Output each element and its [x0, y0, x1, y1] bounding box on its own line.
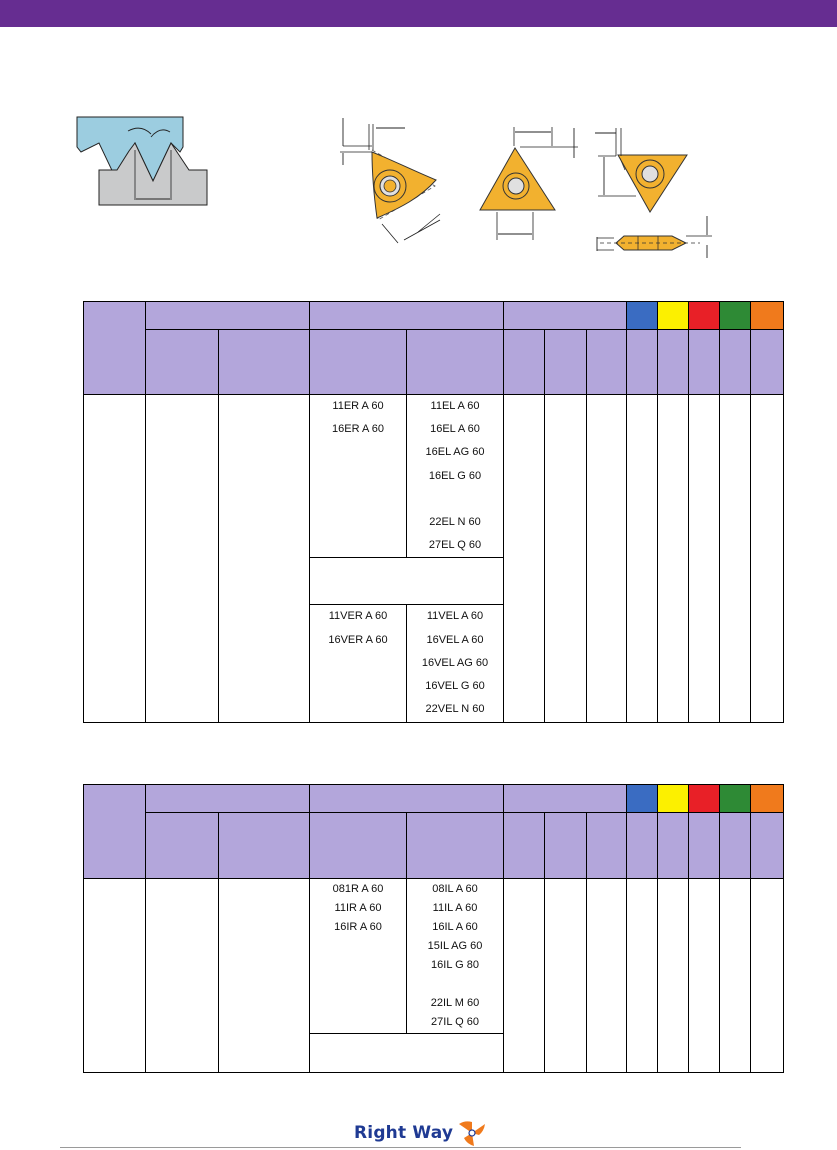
- list-item: 27IL Q 60: [431, 1016, 479, 1028]
- list-item: 08IL A 60: [432, 883, 478, 895]
- insert-diagrams: [76, 116, 712, 258]
- list-item: 16EL A 60: [430, 423, 480, 436]
- list-item: 16VEL A 60: [426, 633, 484, 646]
- list-item: [407, 488, 503, 511]
- list-item: 11VER A 60: [328, 610, 388, 623]
- material-yellow-swatch: [657, 784, 690, 813]
- material-yellow-swatch: [657, 301, 690, 330]
- footer-divider: [60, 1147, 741, 1148]
- int-group-separator: [309, 1033, 504, 1073]
- list-item: 22VEL N 60: [425, 703, 485, 716]
- material-green-swatch: [719, 301, 752, 330]
- header-right-hand: [309, 812, 407, 879]
- ext-left-codes-a: 11EL A 60 16EL A 60 16EL AG 60 16EL G 60…: [406, 393, 504, 559]
- brand-name: Right Way: [354, 1123, 454, 1143]
- list-item: 11IR A 60: [334, 902, 382, 914]
- brand-logo: Right Way: [354, 1118, 487, 1148]
- material-blue-swatch: [626, 784, 659, 813]
- header-group-ordering-code: [309, 301, 504, 330]
- list-item: 16IR A 60: [334, 921, 382, 933]
- header-group-dimensions: [502, 784, 628, 813]
- list-item: 11VEL A 60: [426, 610, 484, 623]
- header-left-hand: [406, 329, 504, 395]
- header-left-hand: [406, 812, 504, 879]
- header-designation: [83, 301, 146, 395]
- top-bar: [0, 0, 837, 27]
- list-item: 16VEL AG 60: [421, 656, 489, 669]
- material-red-swatch: [688, 784, 721, 813]
- header-group-1: [145, 301, 310, 330]
- header-designation: [83, 784, 146, 879]
- list-item: 16IL G 80: [431, 959, 479, 971]
- list-item: 11IL A 60: [432, 902, 478, 914]
- material-orange-swatch: [750, 784, 785, 813]
- list-item: 15IL AG 60: [427, 940, 483, 952]
- insert-inverted-diagram: [595, 128, 712, 258]
- list-item: 22IL M 60: [430, 997, 480, 1009]
- material-orange-swatch: [750, 301, 785, 330]
- external-insert-table: 11ER A 60 16ER A 60 11EL A 60 16EL A 60 …: [83, 301, 785, 724]
- list-item: 16EL G 60: [428, 469, 482, 482]
- header-right-hand: [309, 329, 407, 395]
- ext-right-codes-a: 11ER A 60 16ER A 60: [309, 393, 407, 559]
- internal-insert-table: 081R A 60 11IR A 60 16IR A 60 08IL A 60 …: [83, 784, 785, 1073]
- insert-triangle-diagram: [479, 127, 578, 240]
- list-item: [407, 975, 503, 994]
- list-item: 16VER A 60: [328, 633, 388, 646]
- list-item: 16EL AG 60: [425, 446, 485, 459]
- list-item: 16IL A 60: [432, 921, 478, 933]
- material-blue-swatch: [626, 301, 659, 330]
- thread-profile-diagram: [76, 116, 208, 206]
- header-group-ordering-code: [309, 784, 504, 813]
- brand-mark-icon: [459, 1121, 486, 1146]
- material-red-swatch: [688, 301, 721, 330]
- list-item: 16VEL G 60: [425, 679, 485, 692]
- header-group-1: [145, 784, 310, 813]
- material-green-swatch: [719, 784, 752, 813]
- header-group-dimensions: [502, 301, 628, 330]
- list-item: 27EL Q 60: [428, 539, 482, 552]
- ext-right-codes-b: 11VER A 60 16VER A 60: [309, 604, 407, 724]
- insert-rotated-diagram: [340, 118, 441, 244]
- int-left-codes: 08IL A 60 11IL A 60 16IL A 60 15IL AG 60…: [406, 878, 504, 1034]
- ext-left-codes-b: 11VEL A 60 16VEL A 60 16VEL AG 60 16VEL …: [406, 604, 504, 724]
- ext-group-separator: [309, 557, 504, 606]
- list-item: 16ER A 60: [332, 423, 384, 436]
- list-item: 11EL A 60: [430, 400, 480, 412]
- list-item: 081R A 60: [332, 883, 384, 895]
- int-right-codes: 081R A 60 11IR A 60 16IR A 60: [309, 878, 407, 1034]
- list-item: 22EL N 60: [429, 515, 481, 528]
- list-item: 11ER A 60: [332, 400, 384, 412]
